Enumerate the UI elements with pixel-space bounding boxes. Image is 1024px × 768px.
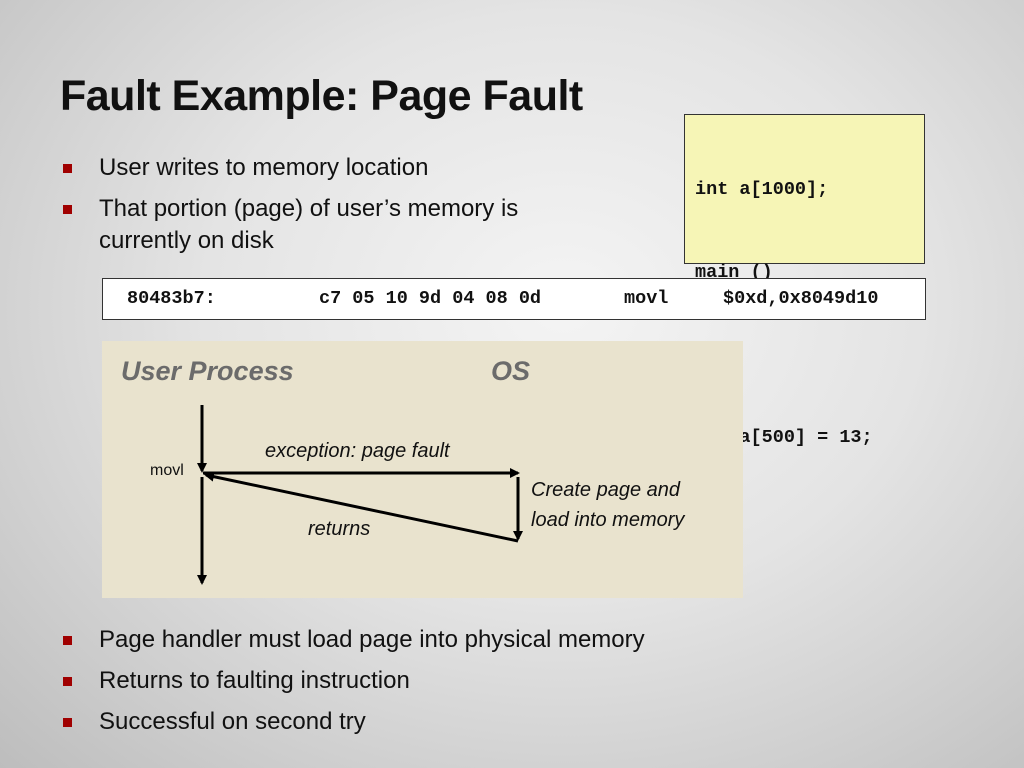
bullet-text: Returns to faulting instruction	[99, 667, 410, 694]
bullet-item: User writes to memory location	[60, 152, 580, 184]
page-fault-diagram: User Process OS movl exception: page fau…	[102, 341, 743, 598]
bullet-text: Page handler must load page into physica…	[99, 626, 645, 653]
bullet-text: Successful on second try	[99, 708, 366, 735]
bottom-bullet-list: Page handler must load page into physica…	[60, 624, 820, 747]
bullet-text: User writes to memory location	[99, 154, 429, 181]
returns-label: returns	[308, 518, 371, 540]
diagram-arrows	[197, 405, 523, 585]
bullet-text: That portion (page) of user’s memory is …	[99, 195, 519, 254]
bullet-item: Returns to faulting instruction	[60, 665, 820, 697]
os-action-line-1: Create page and	[531, 479, 681, 501]
instruction-bytes: c7 05 10 9d 04 08 0d	[319, 288, 542, 309]
code-line: a[500] = 13;	[695, 426, 873, 448]
top-bullet-list: User writes to memory location That port…	[60, 152, 580, 266]
instruction-operands: $0xd,0x8049d10	[723, 288, 879, 309]
instruction-address: 80483b7:	[127, 288, 216, 309]
square-bullet-icon	[63, 205, 72, 214]
bullet-item: That portion (page) of user’s memory is …	[60, 193, 580, 257]
movl-label: movl	[150, 462, 184, 479]
bullet-item: Page handler must load page into physica…	[60, 624, 820, 656]
slide-title: Fault Example: Page Fault	[60, 72, 583, 120]
code-line: main ()	[695, 261, 773, 283]
square-bullet-icon	[63, 164, 72, 173]
square-bullet-icon	[63, 636, 72, 645]
source-code-box: int a[1000]; main () { a[500] = 13; }	[684, 114, 925, 530]
bullet-item: Successful on second try	[60, 706, 820, 738]
instruction-box: 80483b7: c7 05 10 9d 04 08 0d movl $0xd,…	[102, 278, 926, 320]
os-action-line-2: load into memory	[531, 509, 685, 531]
exception-label: exception: page fault	[265, 440, 450, 462]
instruction-mnemonic: movl	[624, 288, 669, 309]
square-bullet-icon	[63, 718, 72, 727]
square-bullet-icon	[63, 677, 72, 686]
code-line: int a[1000];	[695, 179, 829, 200]
user-process-heading: User Process	[121, 356, 294, 386]
return-arrow	[204, 471, 519, 543]
os-heading: OS	[491, 356, 531, 386]
